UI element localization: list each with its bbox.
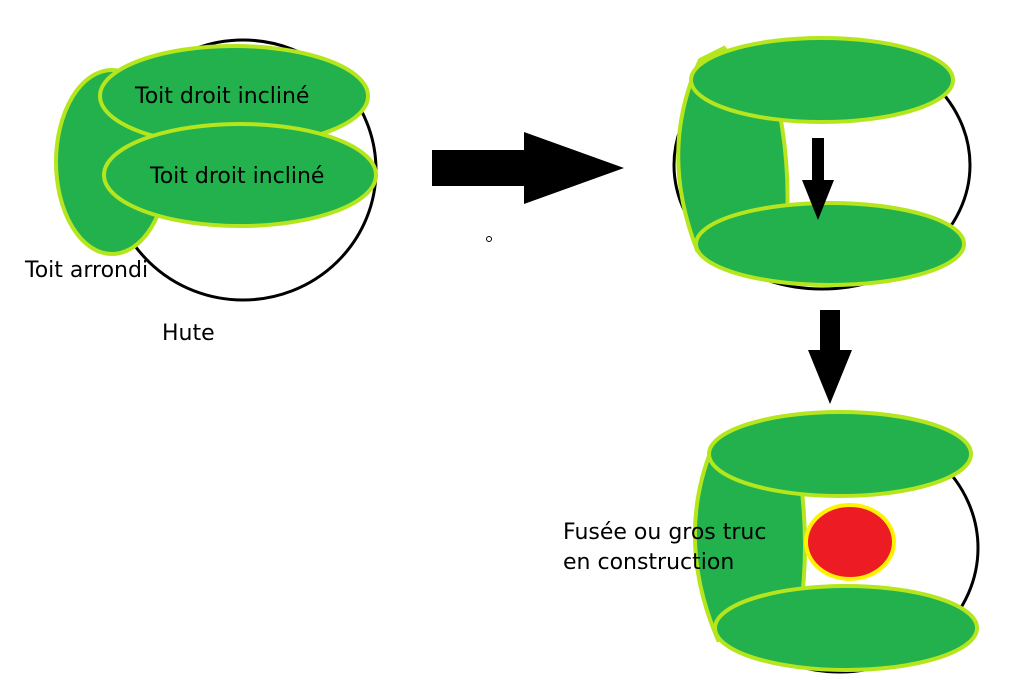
label-toit-droit-incline-1: Toit droit incliné	[134, 84, 309, 109]
label-fusee-line-1: Fusée ou gros truc	[563, 520, 766, 545]
stage-2-bottom-roof	[694, 201, 966, 287]
stage-3-top-roof	[707, 410, 973, 498]
stage-3-bottom-roof	[713, 584, 979, 672]
label-toit-droit-incline-2: Toit droit incliné	[149, 164, 324, 189]
label-toit-arrondi: Toit arrondi	[24, 258, 148, 283]
rocket-object	[804, 503, 896, 581]
arrow-down-large-icon	[808, 310, 852, 404]
stage-1-hut: Toit droit incliné Toit droit incliné To…	[24, 38, 378, 346]
label-fusee-line-2: en construction	[563, 550, 734, 575]
stray-dot	[486, 236, 492, 242]
sloped-roof-2	[102, 122, 378, 228]
stage-2-top-roof	[689, 36, 955, 124]
arrow-down-small-icon	[802, 138, 834, 220]
arrow-right-icon	[432, 132, 624, 204]
label-hute: Hute	[162, 321, 215, 346]
stage-3-construction: Fusée ou gros truc en construction	[563, 410, 980, 674]
